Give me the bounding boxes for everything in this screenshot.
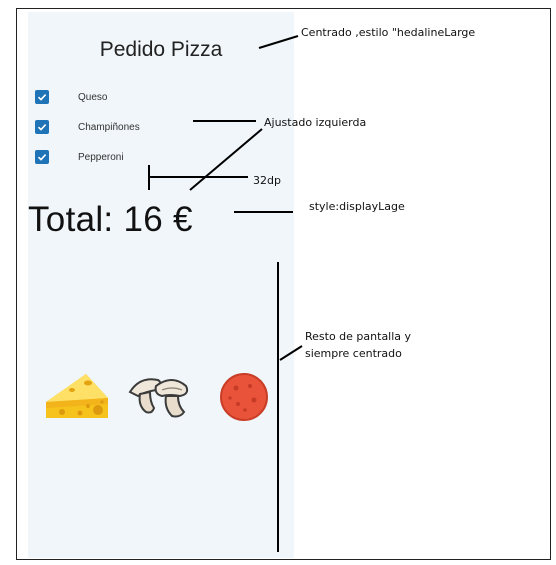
mockup-frame: [16, 8, 551, 560]
option-label: Champiñones: [78, 121, 140, 133]
option-label: Pepperoni: [78, 151, 124, 163]
total-annotation: style:displayLage: [309, 200, 405, 213]
align-diagonal-line: [189, 128, 263, 191]
rest-pointer-line: [279, 345, 303, 361]
checkbox-checked-icon[interactable]: [35, 120, 49, 134]
option-label: Queso: [78, 91, 108, 103]
checkbox-checked-icon[interactable]: [35, 90, 49, 104]
page-title: Pedido Pizza: [99, 38, 223, 61]
option-queso[interactable]: Queso: [35, 88, 107, 106]
cheese-icon: [46, 374, 108, 418]
title-annotation: Centrado ,estilo "hedalineLarge: [301, 26, 476, 39]
option-champinones[interactable]: Champiñones: [35, 118, 140, 136]
app-screen: Pedido Pizza Queso Champiñones Pepperoni…: [28, 12, 294, 558]
mushroom-icon: [128, 378, 189, 418]
rest-annotation-line2: siempre centrado: [305, 347, 402, 360]
checkbox-checked-icon[interactable]: [35, 150, 49, 164]
title-pointer-line: [258, 35, 299, 49]
total-price: Total: 16 €: [28, 200, 193, 239]
align-annotation: Ajustado izquierda: [264, 116, 367, 129]
spacing-annotation: 32dp: [253, 174, 281, 187]
option-pepperoni[interactable]: Pepperoni: [35, 148, 124, 166]
pepperoni-icon: [220, 373, 268, 421]
rest-annotation-line1: Resto de pantalla y: [305, 330, 412, 343]
